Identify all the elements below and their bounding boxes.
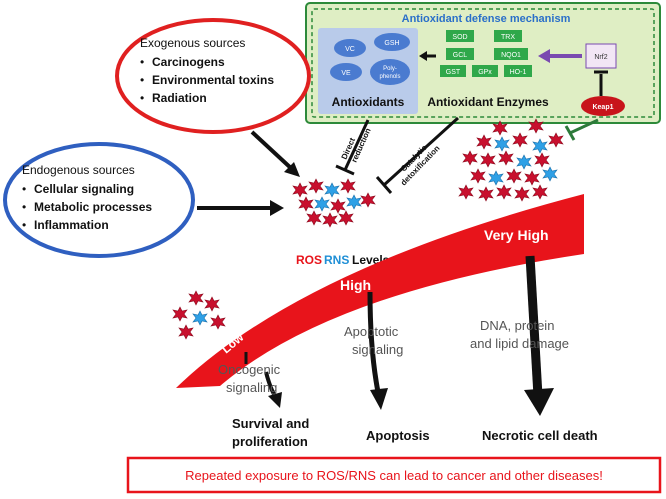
enzymes-label: Antioxidant Enzymes xyxy=(427,95,549,109)
direct-reduction-bar xyxy=(335,164,355,176)
rns-label: RNS xyxy=(324,253,349,267)
ros-label: ROS xyxy=(296,253,322,267)
exogenous-sources: Exogenous sources • Carcinogens • Enviro… xyxy=(115,18,311,134)
endogenous-sources: Endogenous sources • Cellular signaling … xyxy=(3,142,195,258)
exogenous-bullet-2: • xyxy=(140,73,144,87)
damage-arrow xyxy=(525,255,543,397)
oncogenic-arrowhead xyxy=(268,392,282,408)
endogenous-title: Endogenous sources xyxy=(22,163,135,177)
enzyme-ho1 xyxy=(504,65,532,77)
enzyme-nqo1-label: NQO1 xyxy=(501,52,521,59)
enzyme-ho1-label: HO-1 xyxy=(510,69,527,76)
catalytic-line xyxy=(382,116,460,187)
exogenous-item-1: Carcinogens xyxy=(152,55,225,69)
footer-text: Repeated exposure to ROS/RNS can lead to… xyxy=(185,468,603,483)
ros-cluster-medium xyxy=(292,178,376,228)
catalytic-bar xyxy=(375,176,393,194)
endogenous-bullet-2: • xyxy=(22,200,26,214)
damage-label-2: and lipid damage xyxy=(470,336,569,351)
ros-level-wedge xyxy=(176,194,584,388)
keap1-oval xyxy=(581,96,625,116)
exogenous-bullet-3: • xyxy=(140,91,144,105)
enzyme-sod xyxy=(446,30,474,42)
oncogenic-label-1: Oncogenic xyxy=(218,362,281,377)
ros-cluster-low xyxy=(172,290,226,340)
apoptotic-label-2: signaling xyxy=(352,342,403,357)
outcome-survival-1: Survival and xyxy=(232,416,309,431)
nrf2-to-enzymes-arrowhead xyxy=(538,49,550,63)
endogenous-item-2: Metabolic processes xyxy=(34,200,152,214)
enzyme-gcl-label: GCL xyxy=(453,52,468,59)
very-high-inhibit-bar xyxy=(564,125,576,141)
antioxidants-label: Antioxidants xyxy=(332,95,405,109)
polyphenols-label-2: phenols xyxy=(379,74,400,80)
gsh-oval xyxy=(374,33,410,51)
apoptotic-arrow xyxy=(367,291,381,393)
keap1-label: Keap1 xyxy=(592,104,613,111)
polyphenols-oval xyxy=(370,59,410,85)
enzyme-gcl xyxy=(446,48,474,60)
damage-arrowhead xyxy=(524,388,554,416)
exogenous-item-2: Environmental toxins xyxy=(152,73,274,87)
endogenous-item-1: Cellular signaling xyxy=(34,182,134,196)
defense-title: Antioxidant defense mechanism xyxy=(402,13,571,25)
exogenous-arrowhead xyxy=(284,162,300,177)
damage-label-1: DNA, protein xyxy=(480,318,554,333)
exogenous-bullet-1: • xyxy=(140,55,144,69)
nrf2-label: Nrf2 xyxy=(594,54,607,61)
defense-box: Antioxidant defense mechanism VC GSH VE … xyxy=(305,2,661,124)
apoptotic-arrowhead xyxy=(370,388,388,410)
ve-label: VE xyxy=(341,70,351,77)
outcome-survival-2: proliferation xyxy=(232,434,308,449)
oncogenic-label-2: signaling xyxy=(226,380,277,395)
enzyme-trx xyxy=(494,30,522,42)
endogenous-item-3: Inflammation xyxy=(34,218,109,232)
ve-oval xyxy=(330,63,362,81)
exogenous-title: Exogenous sources xyxy=(140,36,245,50)
gsh-label: GSH xyxy=(384,40,399,47)
enzyme-gpx xyxy=(472,65,498,77)
footer-box xyxy=(126,456,662,494)
endogenous-bullet-1: • xyxy=(22,182,26,196)
level-very-high: Very High xyxy=(484,227,549,243)
enzyme-sod-label: SOD xyxy=(452,34,467,41)
vc-oval xyxy=(334,39,366,57)
very-high-inhibit-line xyxy=(569,118,599,135)
apoptotic-label-1: Apoptotic xyxy=(344,324,399,339)
endogenous-arrowhead xyxy=(270,200,284,216)
enzyme-trx-label: TRX xyxy=(501,34,515,41)
ros-cluster-very-high xyxy=(458,118,564,202)
level-high: High xyxy=(340,277,371,293)
outcome-apoptosis: Apoptosis xyxy=(366,428,430,443)
endogenous-bullet-3: • xyxy=(22,218,26,232)
exogenous-arrow xyxy=(250,130,295,172)
vc-label: VC xyxy=(345,46,355,53)
enzyme-gst xyxy=(440,65,466,77)
polyphenols-label-1: Poly- xyxy=(383,66,397,72)
direct-reduction-line xyxy=(343,119,370,171)
exogenous-item-3: Radiation xyxy=(152,91,207,105)
enzyme-gpx-label: GPx xyxy=(478,69,492,76)
enzyme-gst-label: GST xyxy=(446,69,461,76)
outcome-necrotic: Necrotic cell death xyxy=(482,428,598,443)
enzymes-to-antioxidants-arrowhead xyxy=(419,51,427,61)
enzyme-nqo1 xyxy=(494,48,528,60)
nrf2-box xyxy=(585,43,617,69)
